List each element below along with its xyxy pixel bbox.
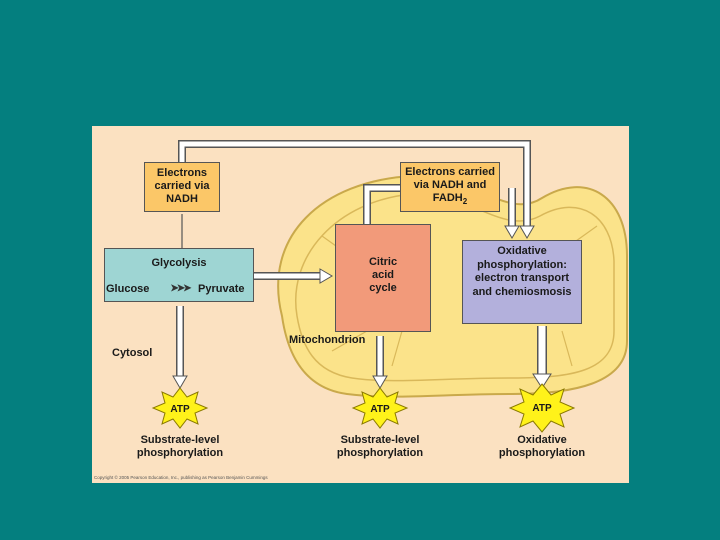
fadh-subscript: 2	[462, 197, 468, 207]
pyruvate-label: Pyruvate	[198, 283, 245, 295]
atp-label-3: ATP	[532, 403, 552, 414]
electrons-nadh-fadh-label: Electrons carried via NADH and FADH2	[402, 166, 498, 208]
atp-label-2: ATP	[370, 404, 390, 415]
output-caption-2: Substrate-level phosphorylation	[336, 434, 424, 459]
inner-membrane	[295, 193, 615, 382]
glycolysis-label: Glycolysis	[151, 257, 207, 269]
glycolysis-box	[104, 248, 254, 302]
electrons-nadh-label: Electrons carried via NADH	[154, 167, 210, 205]
electrons-nadh-box	[144, 162, 220, 212]
oxphos-label: Oxidative phosphorylation: electron tran…	[472, 245, 572, 298]
arrow-atp-1	[172, 375, 188, 389]
citric-acid-box	[335, 224, 431, 332]
mitochondrion-label: Mitochondrion	[289, 334, 366, 346]
arrow-atp-3	[532, 373, 552, 389]
atp-label-1: ATP	[170, 404, 190, 415]
fadh-text: FADH	[432, 192, 463, 204]
output-caption-1: Substrate-level phosphorylation	[136, 434, 224, 459]
output-caption-3: Oxidative phosphorylation	[498, 434, 586, 459]
atp-burst-3	[508, 383, 576, 433]
electrons-nadh-fadh-line2: via NADH and	[413, 179, 487, 191]
cytosol-label: Cytosol	[112, 347, 153, 359]
diagram-panel: Electrons carried via NADH Electrons car…	[92, 126, 629, 483]
atp-burst-2	[351, 387, 409, 429]
electrons-nadh-fadh-line3: FADH2	[402, 192, 498, 208]
electrons-nadh-fadh-line1: Electrons carried	[405, 166, 495, 178]
atp-burst-1	[151, 387, 209, 429]
electrons-nadh-fadh-box	[400, 162, 500, 212]
conversion-arrows: ➤➤➤	[170, 283, 191, 294]
arrow-atp-2	[372, 375, 388, 389]
copyright-notice: Copyright © 2005 Pearson Education, Inc.…	[94, 475, 268, 480]
glucose-label: Glucose	[106, 283, 150, 295]
oxphos-box	[462, 240, 582, 324]
citric-acid-cycle-label: Citric acid cycle	[368, 256, 398, 294]
